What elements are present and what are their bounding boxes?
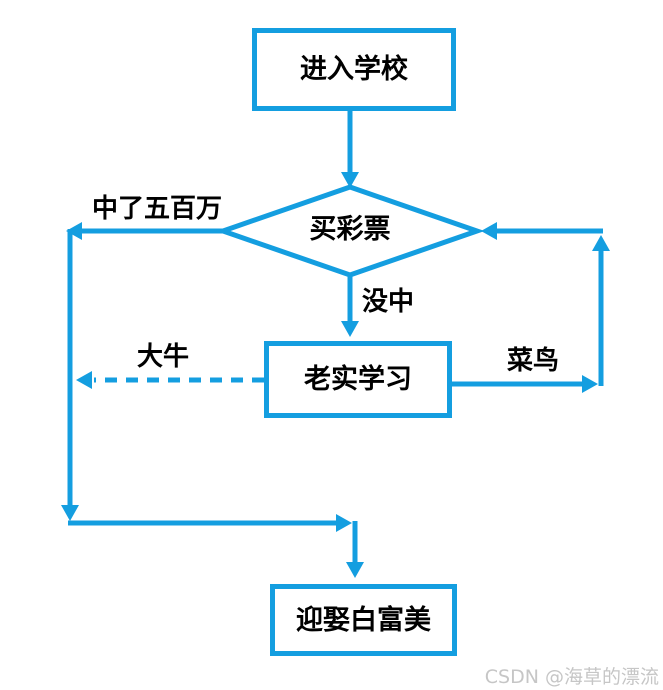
arrowhead-won-left — [66, 222, 82, 240]
edge-label-lost: 没中 — [362, 287, 415, 317]
arrowhead-into-diamond-top — [341, 172, 359, 188]
node-start: 进入学校 — [252, 28, 456, 111]
arrowhead-won-right — [336, 514, 352, 532]
arrowhead-into-study — [341, 321, 359, 337]
arrowhead-into-marry — [346, 562, 364, 578]
edge-label-newbie: 菜鸟 — [506, 346, 559, 376]
node-marry-label: 迎娶白富美 — [296, 604, 431, 636]
edge-label-expert: 大牛 — [136, 342, 189, 372]
decision-diamond-shape — [215, 184, 485, 278]
arrowhead-into-diamond-right — [481, 222, 497, 240]
node-lottery-label: 买彩票 — [309, 214, 391, 245]
node-start-label: 进入学校 — [300, 54, 408, 85]
arrowhead-newbie-up — [592, 235, 610, 251]
node-marry: 迎娶白富美 — [270, 584, 457, 656]
edge-label-won: 中了五百万 — [91, 194, 222, 224]
arrowhead-expert-left — [76, 371, 92, 389]
arrowhead-newbie-right — [582, 375, 598, 393]
node-study: 老实学习 — [264, 341, 452, 418]
arrowhead-won-down — [61, 505, 79, 521]
csdn-watermark: CSDN @海草的漂流 — [484, 666, 659, 688]
node-study-label: 老实学习 — [304, 364, 412, 395]
